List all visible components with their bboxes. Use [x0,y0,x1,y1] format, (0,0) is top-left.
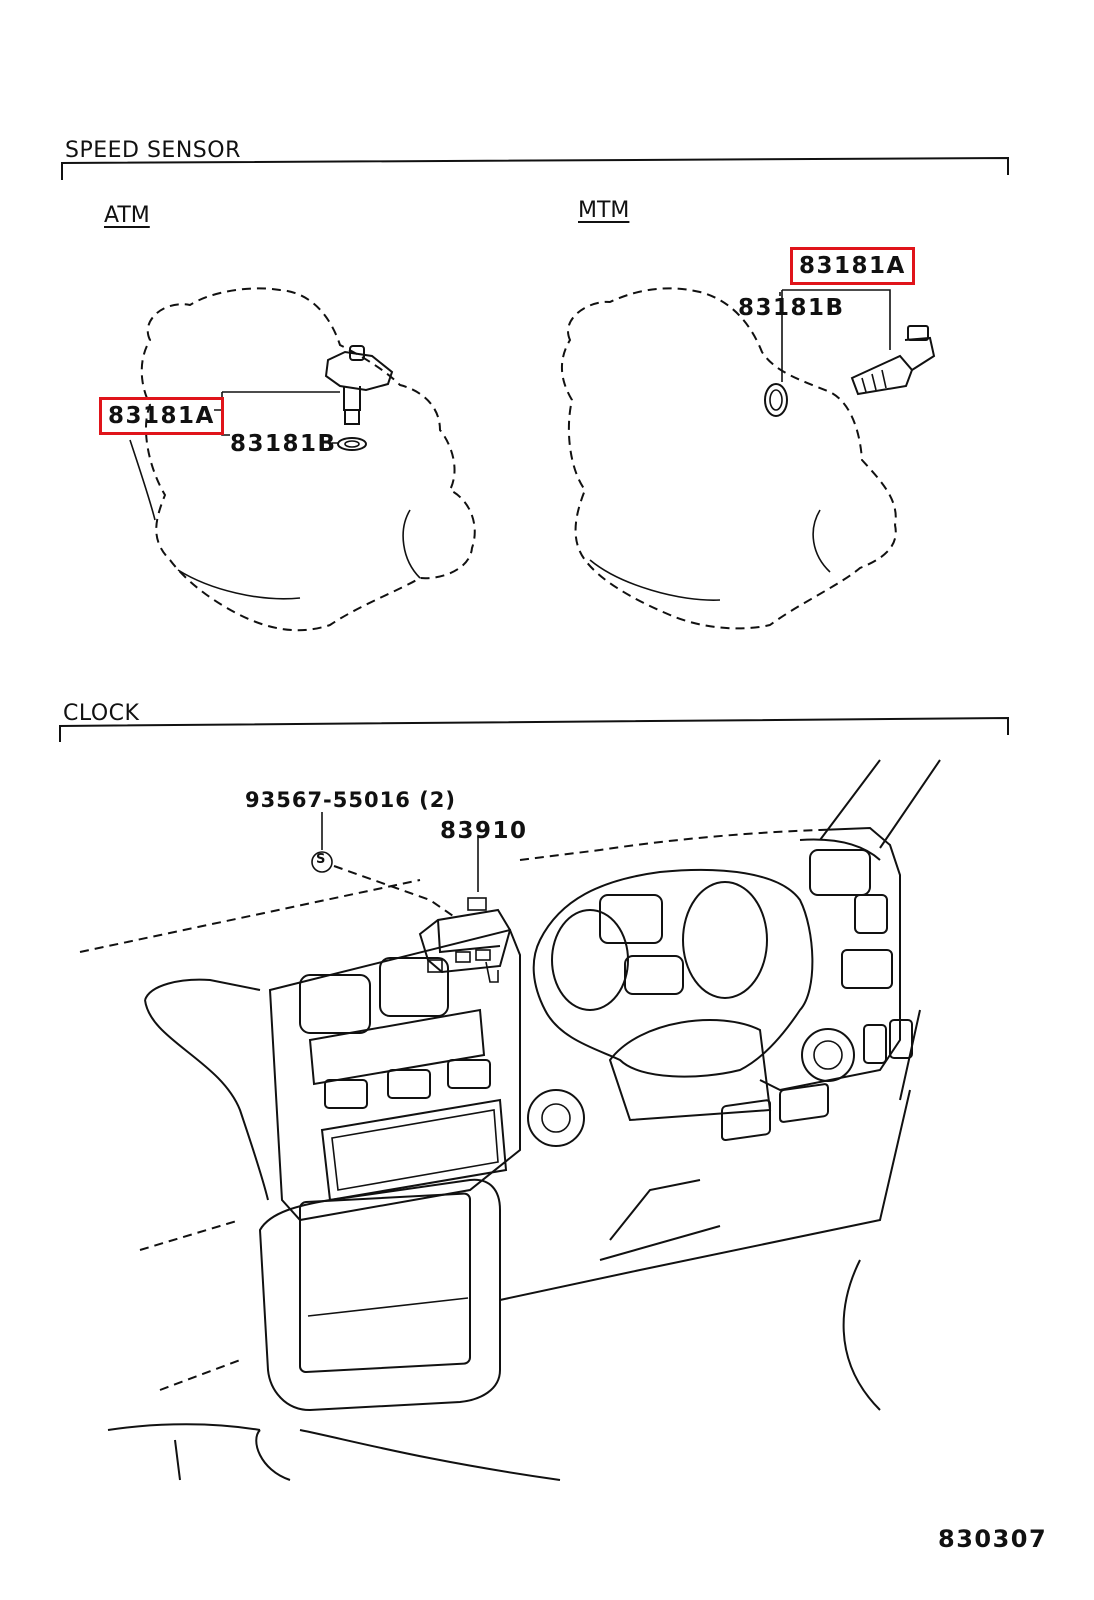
atm-label: ATM [104,203,150,228]
atm-leader-lines [214,391,340,444]
mtm-label: MTM [578,198,630,223]
atm-transmission-housing [129,287,476,632]
clock-section-title: CLOCK [63,701,140,726]
mtm-part-83181a-highlighted[interactable]: 83181A [790,247,915,285]
clock-leader-lines [311,812,479,919]
speed-sensor-section-title: SPEED SENSOR [65,138,241,163]
clock-unit-drawing [418,897,512,983]
clock-screw-part-number[interactable]: 93567-55016 (2) [245,788,456,812]
figure-code: 830307 [938,1525,1048,1553]
mtm-part-83181b[interactable]: 83181B [738,295,845,321]
atm-part-83181b[interactable]: 83181B [230,431,337,457]
mtm-transmission-housing [560,287,897,630]
screw-symbol-s: S [316,852,326,867]
mtm-speed-sensor-drawing [764,325,936,417]
atm-part-83181a-highlighted[interactable]: 83181A [99,397,224,435]
clock-part-83910[interactable]: 83910 [440,818,528,844]
mtm-leader-lines [779,289,891,382]
clock-frame [59,716,1009,742]
speed-sensor-frame [61,156,1009,180]
instrument-panel-drawing [79,759,941,1481]
atm-speed-sensor-drawing [324,345,394,451]
